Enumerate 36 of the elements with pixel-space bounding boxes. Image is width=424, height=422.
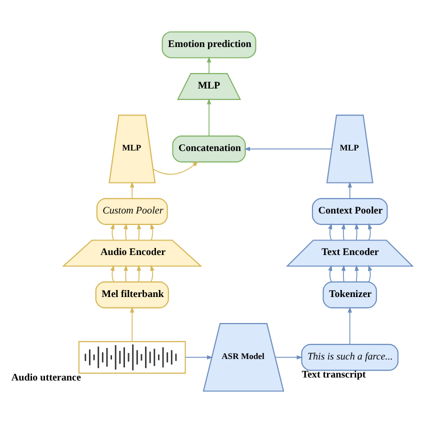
arrow [136, 222, 142, 240]
node-picture [78, 340, 186, 374]
node-box: Concatenation [172, 135, 246, 162]
node-box: Mel filterbank [95, 280, 169, 308]
arrow [136, 264, 142, 282]
arrow [368, 222, 372, 240]
arrow [110, 264, 114, 282]
arrow [328, 264, 332, 282]
node-label: Audio utterance [11, 372, 81, 383]
arrow [110, 222, 114, 240]
arrow [130, 180, 134, 198]
arrow [368, 264, 372, 282]
arrow [348, 180, 352, 198]
arrow [130, 306, 134, 342]
node-box: Custom Pooler [96, 198, 168, 224]
arrow [348, 306, 352, 344]
arrow [328, 222, 332, 240]
arrow [341, 222, 346, 240]
arrow [124, 264, 128, 282]
node-box: Tokenizer [322, 280, 377, 308]
arrow [244, 146, 332, 151]
node-box: Context Pooler [312, 198, 388, 224]
arrow [185, 354, 214, 359]
arrow [206, 98, 212, 136]
arrow [206, 56, 212, 74]
arrow [354, 264, 359, 282]
arrow [150, 222, 154, 240]
node-box: This is such a farce... [301, 343, 399, 370]
arrow [274, 354, 303, 359]
arrow [150, 264, 154, 282]
arrow [152, 160, 198, 174]
arrow [354, 222, 359, 240]
node-box: Emotion prediction [162, 30, 256, 58]
node-label: Text transcript [302, 369, 366, 380]
arrow [341, 264, 346, 282]
arrow [124, 222, 128, 240]
